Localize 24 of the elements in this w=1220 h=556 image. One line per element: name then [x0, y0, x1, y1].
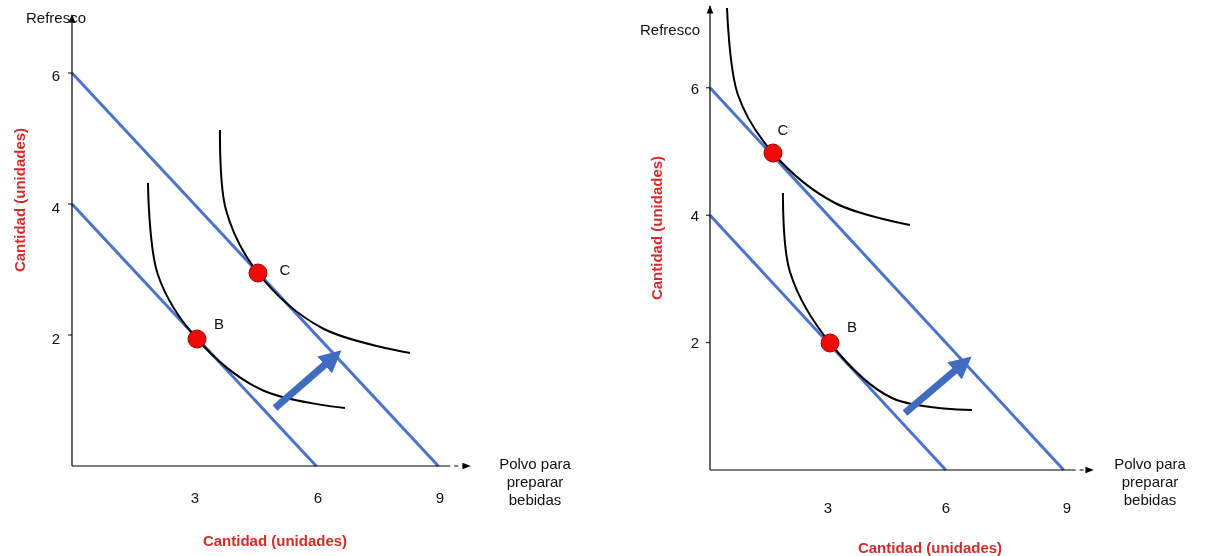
point-label: B — [214, 315, 224, 333]
axis-title: Polvo para preparar bebidas — [498, 455, 572, 509]
tick-label: 2 — [690, 334, 700, 352]
tick-label: 4 — [690, 207, 700, 225]
axis-title: Refresco — [26, 9, 86, 27]
tick-label: 3 — [190, 489, 200, 507]
tick-label: 9 — [1062, 499, 1072, 517]
tick-label: 2 — [51, 330, 61, 348]
tick-label: 6 — [690, 80, 700, 98]
point-label: C — [279, 261, 291, 279]
axis-title: Cantidad (unidades) — [857, 539, 1003, 556]
tick-label: 3 — [823, 499, 833, 517]
tick-label: 6 — [51, 67, 61, 85]
tick-label: 6 — [941, 499, 951, 517]
axis-title: Polvo para preparar bebidas — [1113, 455, 1187, 509]
axis-title: Cantidad (unidades) — [648, 155, 666, 301]
axis-title: Cantidad (unidades) — [11, 127, 29, 273]
point-label: C — [777, 121, 789, 139]
tick-label: 9 — [435, 489, 445, 507]
axis-title: Refresco — [640, 21, 700, 39]
tick-label: 4 — [51, 199, 61, 217]
point-label: B — [847, 318, 857, 336]
axis-title: Cantidad (unidades) — [202, 532, 348, 550]
tick-label: 6 — [313, 489, 323, 507]
